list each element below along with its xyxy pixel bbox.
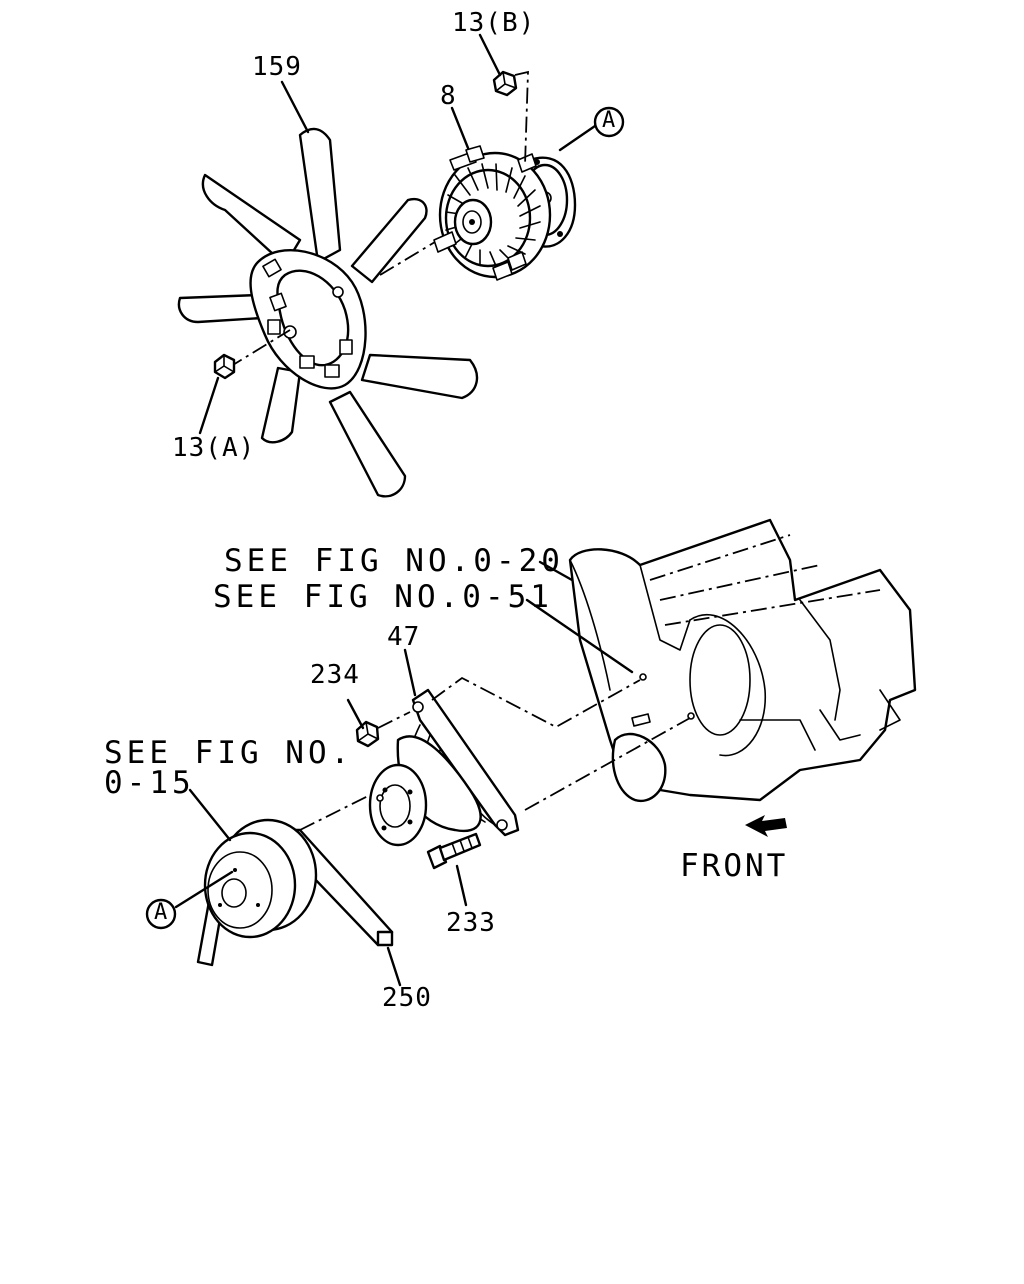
nut-13a: [213, 353, 236, 380]
water-pump-hub: [368, 763, 428, 847]
ref-a-top-circle: [593, 106, 625, 138]
callout-ref-a-bottom: A: [154, 900, 168, 925]
engine-block: [568, 518, 917, 803]
bolt-233: [426, 832, 482, 870]
callout-13b: 13(B): [452, 8, 536, 38]
ref-a-bottom-circle: [145, 898, 177, 930]
nut-234: [355, 720, 380, 748]
nut-13b: [492, 70, 518, 97]
see-fig-0-15-label-line2: 0-15: [104, 765, 195, 801]
see-fig-0-51-label: SEE FIG NO.0-51: [213, 579, 553, 615]
callout-233: 233: [446, 908, 496, 938]
crankshaft-pulley: [203, 818, 318, 939]
callout-250: 250: [382, 983, 432, 1013]
cooling-fan: [177, 127, 479, 498]
callout-ref-a-top: A: [602, 108, 616, 133]
callout-159: 159: [252, 52, 302, 82]
front-direction-arrow-icon: [745, 815, 787, 837]
callout-8: 8: [440, 81, 457, 111]
see-fig-0-15-label-line1: SEE FIG NO.: [104, 735, 354, 771]
fan-clutch: [433, 145, 577, 281]
callout-13a: 13(A): [172, 433, 256, 463]
callout-47: 47: [387, 622, 421, 652]
see-fig-0-20-label: SEE FIG NO.0-20: [224, 543, 564, 579]
front-label: FRONT: [680, 848, 789, 884]
callout-234: 234: [310, 660, 360, 690]
